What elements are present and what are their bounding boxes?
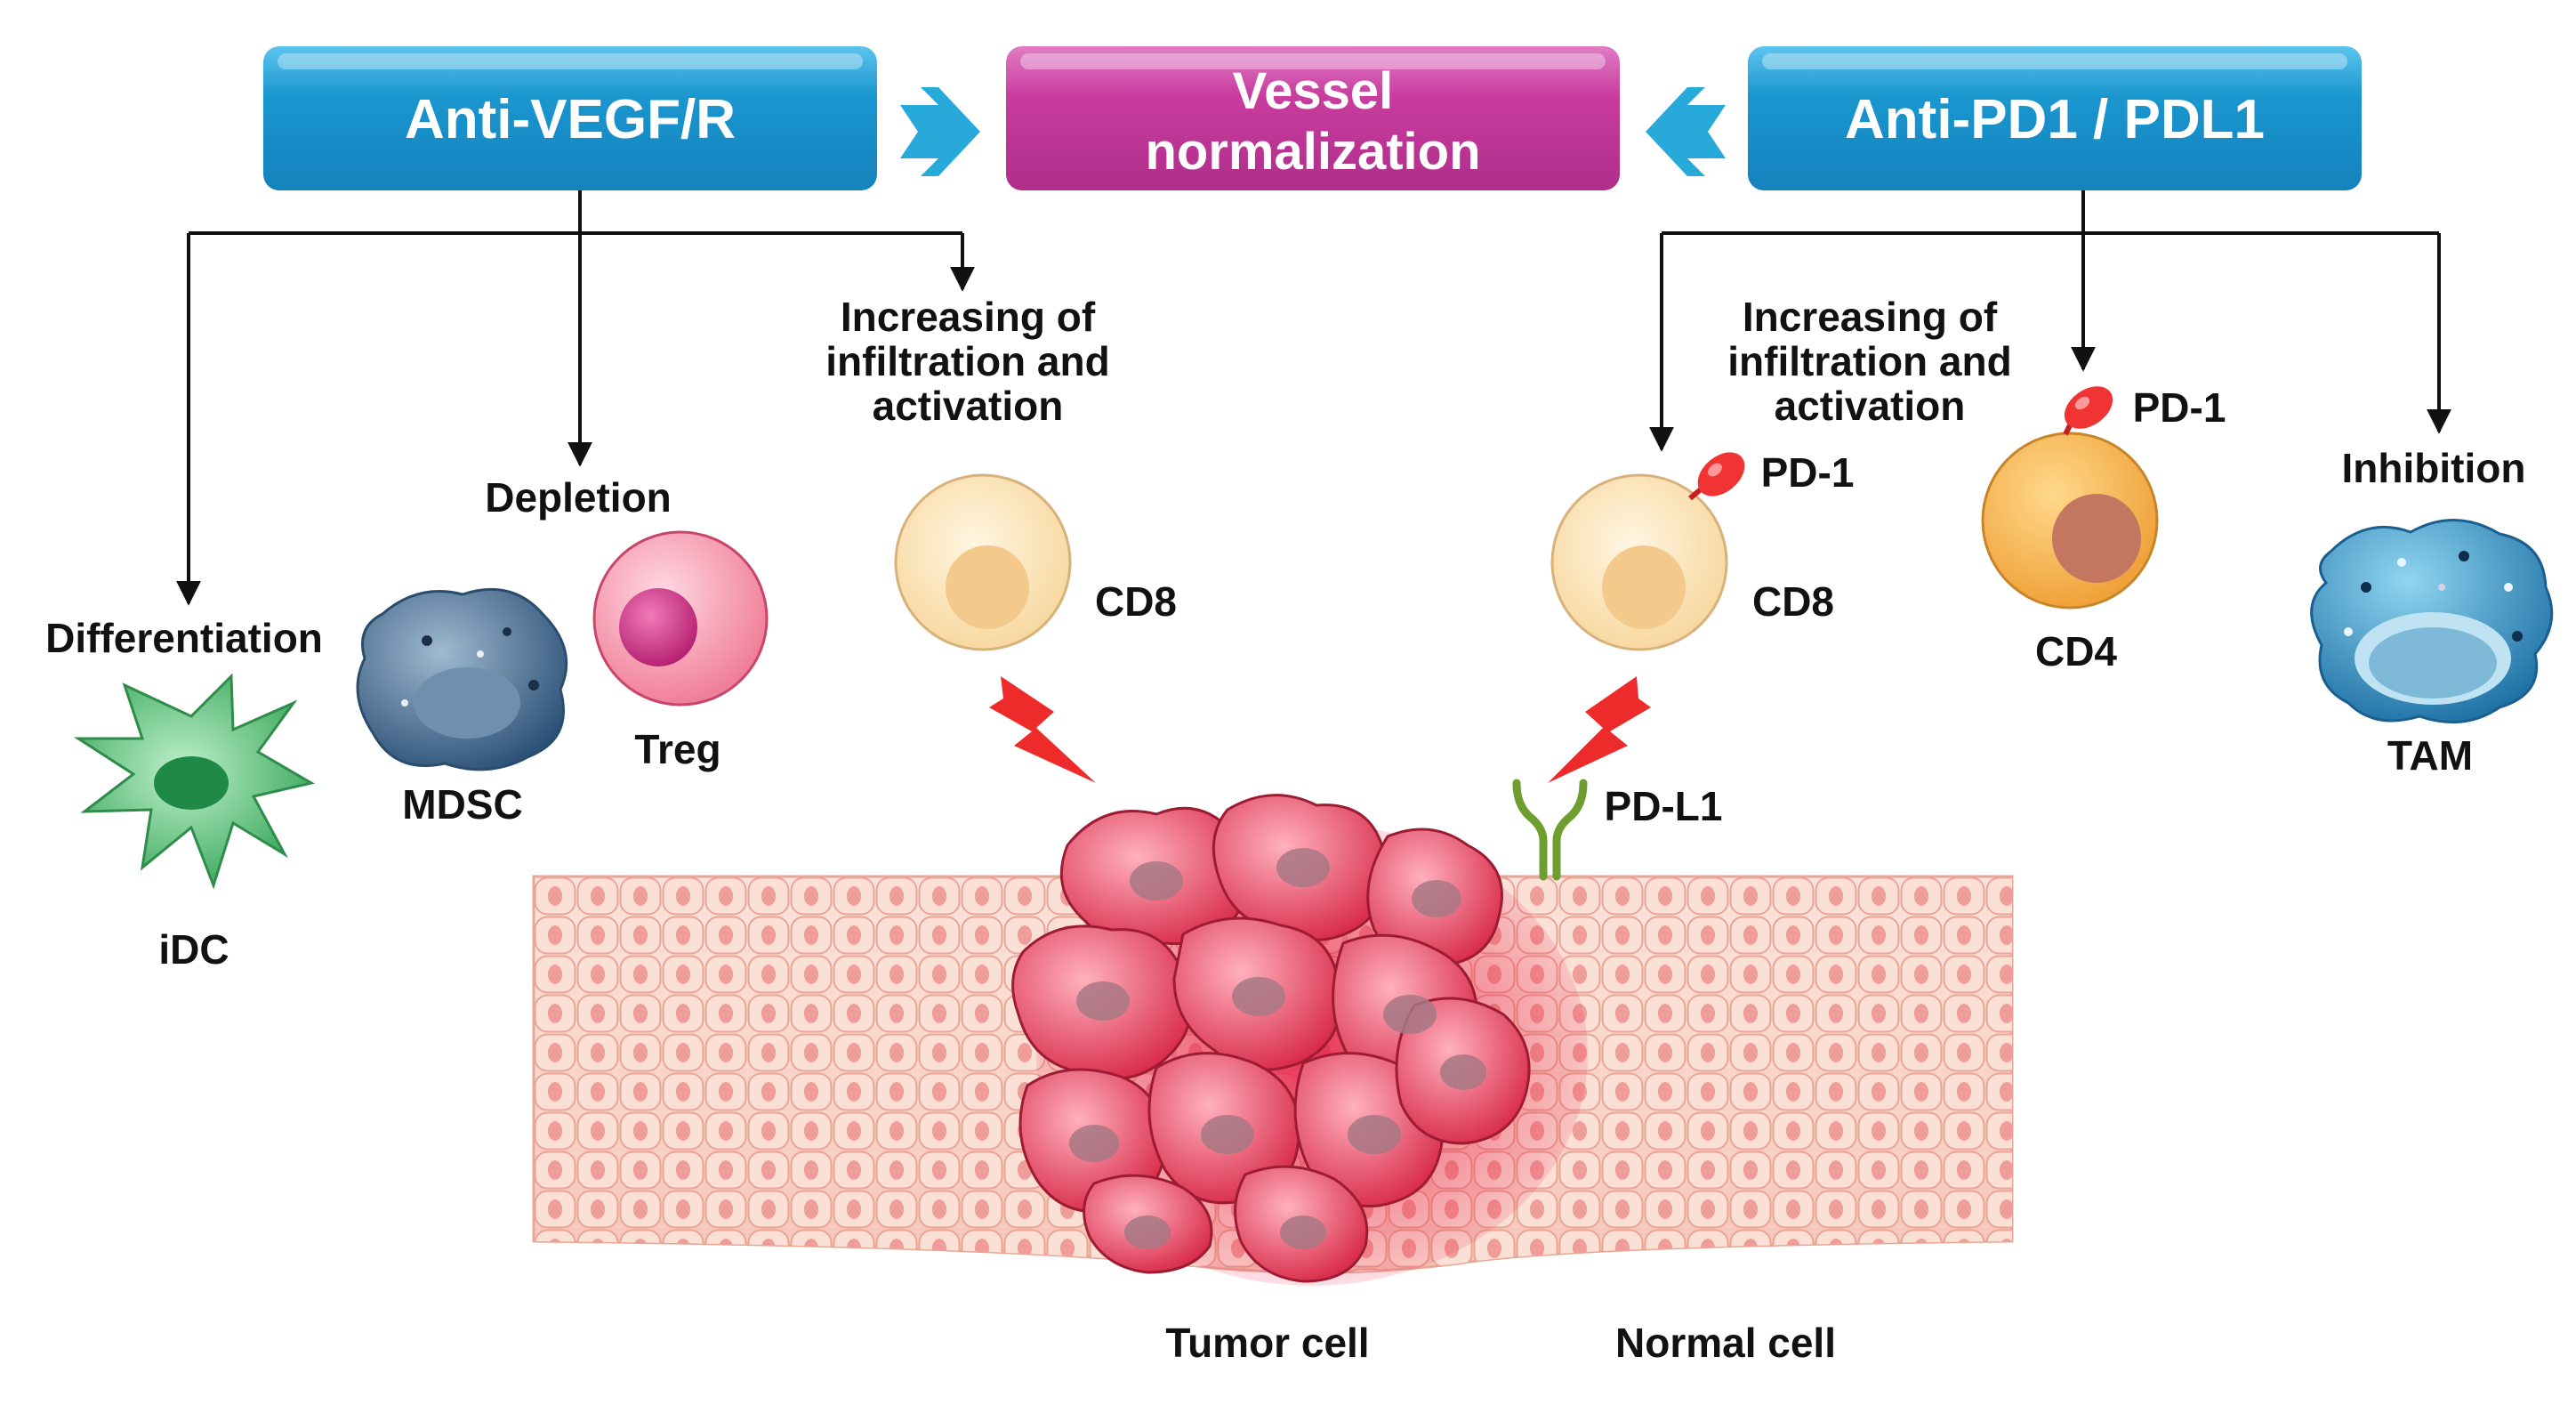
anti-pd1-box: Anti-PD1 / PDL1: [1748, 46, 2362, 190]
pdl1-receptor-icon: [1512, 779, 1588, 881]
tam-cell: [2310, 519, 2554, 724]
anti-vegf-box: Anti-VEGF/R: [263, 46, 877, 190]
idc-label: iDC: [158, 926, 229, 973]
pdl1-label: PD-L1: [1605, 783, 1723, 829]
left-increasing-line1: Increasing of: [841, 294, 1096, 340]
lightning-right-icon: [1548, 676, 1651, 783]
right-increasing-line3: activation: [1775, 383, 1966, 429]
cd8-cell-right: [1550, 473, 1728, 651]
depletion-label: Depletion: [485, 474, 672, 521]
pd1-receptor-b-icon: [2063, 386, 2113, 436]
vessel-label-line2: normalization: [1145, 123, 1480, 181]
vessel-normalization-box: Vessel normalization: [1006, 46, 1620, 190]
anti-pd1-label: Anti-PD1 / PDL1: [1845, 89, 2265, 150]
left-increasing-line2: infiltration and: [825, 338, 1109, 384]
anti-vegf-label: Anti-VEGF/R: [405, 89, 736, 150]
cd4-label: CD4: [2035, 628, 2117, 674]
right-increasing-line2: infiltration and: [1727, 338, 2011, 384]
mdsc-label: MDSC: [402, 781, 522, 828]
cd8-cell-left: [894, 473, 1072, 651]
tumor-cluster: [1011, 794, 1531, 1283]
arrow-to-vessel-right: [1646, 87, 1726, 176]
tumor-cell-label: Tumor cell: [1165, 1320, 1369, 1366]
vessel-label-line1: Vessel: [1233, 62, 1394, 120]
left-connectors: [176, 190, 975, 606]
cd8-left-label: CD8: [1095, 578, 1177, 625]
mdsc-cell: [356, 587, 568, 771]
treg-label: Treg: [634, 726, 720, 772]
pd1-a-label: PD-1: [1761, 449, 1855, 496]
treg-cell: [592, 530, 769, 707]
cd8-right-label: CD8: [1752, 578, 1834, 625]
normal-cell-label: Normal cell: [1615, 1320, 1836, 1366]
pd1-receptor-a-icon: [1688, 452, 1745, 501]
pd1-b-label: PD-1: [2133, 384, 2226, 431]
right-increasing-line1: Increasing of: [1743, 294, 1998, 340]
tam-label: TAM: [2387, 732, 2473, 779]
cd4-cell: [1981, 432, 2159, 610]
lightning-left-icon: [989, 676, 1096, 783]
arrow-to-vessel-left: [900, 87, 980, 176]
idc-cell: [73, 673, 316, 890]
left-increasing-line3: activation: [873, 383, 1064, 429]
differentiation-label: Differentiation: [45, 615, 323, 661]
inhibition-label: Inhibition: [2342, 445, 2526, 491]
right-connectors: [1649, 190, 2451, 452]
